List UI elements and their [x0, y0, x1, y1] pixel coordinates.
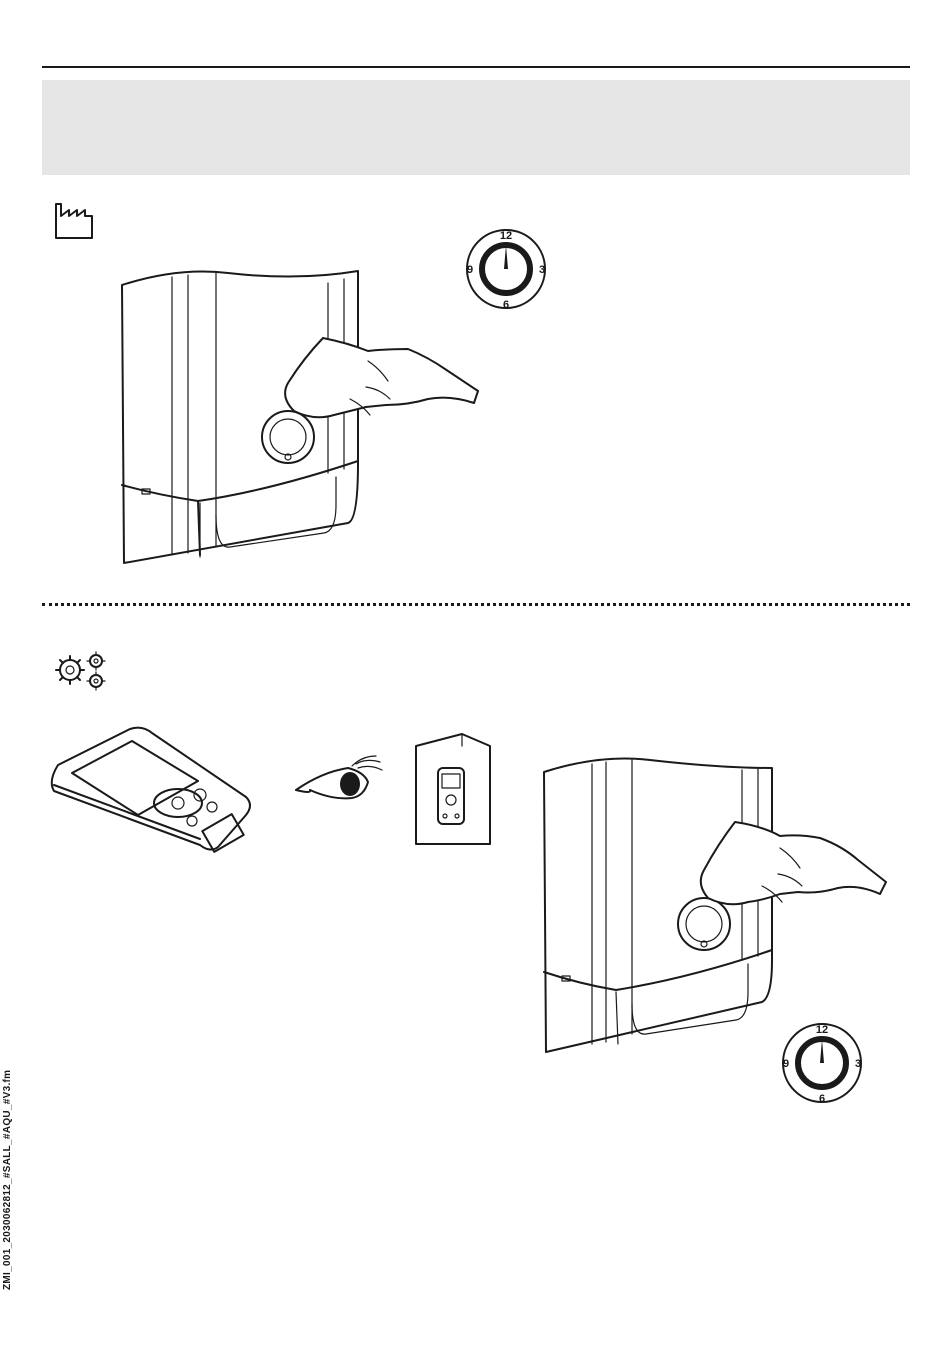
water-heater-illustration-top	[118, 265, 478, 570]
dial-top-12: 12	[500, 230, 512, 242]
factory-icon	[52, 200, 96, 240]
header-band	[42, 80, 910, 175]
gears-icon	[54, 650, 112, 692]
section-divider	[42, 603, 910, 606]
dial-bottom-12: 12	[816, 1024, 828, 1036]
timer-dial-top: 12 3 6 9	[464, 227, 548, 311]
eye-icon	[292, 752, 384, 808]
dial-top-3: 3	[539, 264, 545, 276]
dial-bottom-6: 6	[819, 1093, 825, 1105]
timer-dial-bottom: 12 3 6 9	[780, 1021, 864, 1105]
dial-bottom-3: 3	[855, 1058, 861, 1070]
dial-top-9: 9	[467, 264, 473, 276]
water-heater-illustration-bottom	[540, 752, 900, 1057]
file-reference: ZMI_001_2030062812_#SALL_#AQU_#V3.fm	[2, 1070, 13, 1290]
dial-bottom-9: 9	[783, 1058, 789, 1070]
dial-top-6: 6	[503, 299, 509, 311]
top-rule	[42, 66, 910, 68]
remote-control-icon	[50, 725, 256, 855]
booklet-icon	[414, 732, 494, 848]
